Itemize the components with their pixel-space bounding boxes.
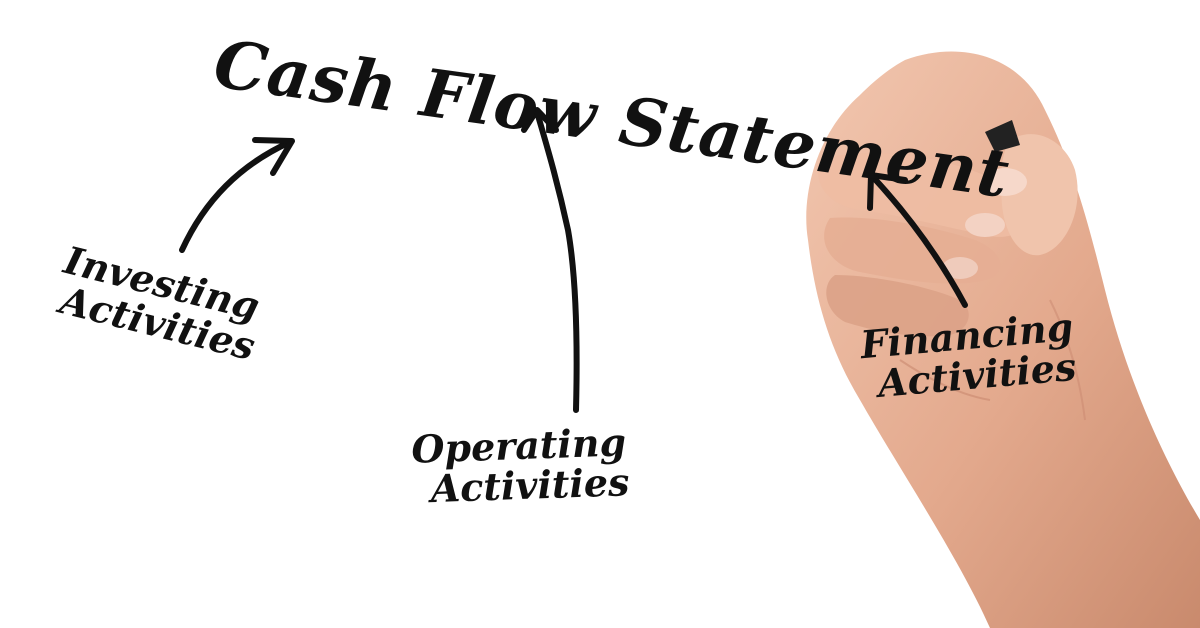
investing-arrow bbox=[179, 137, 295, 253]
financing-activities-label: Financing Activities bbox=[859, 304, 1078, 406]
operating-label-line2: Activities bbox=[429, 459, 631, 512]
operating-arrow bbox=[521, 107, 580, 413]
operating-activities-label: Operating Activities bbox=[411, 419, 631, 512]
financing-arrow bbox=[867, 172, 968, 308]
